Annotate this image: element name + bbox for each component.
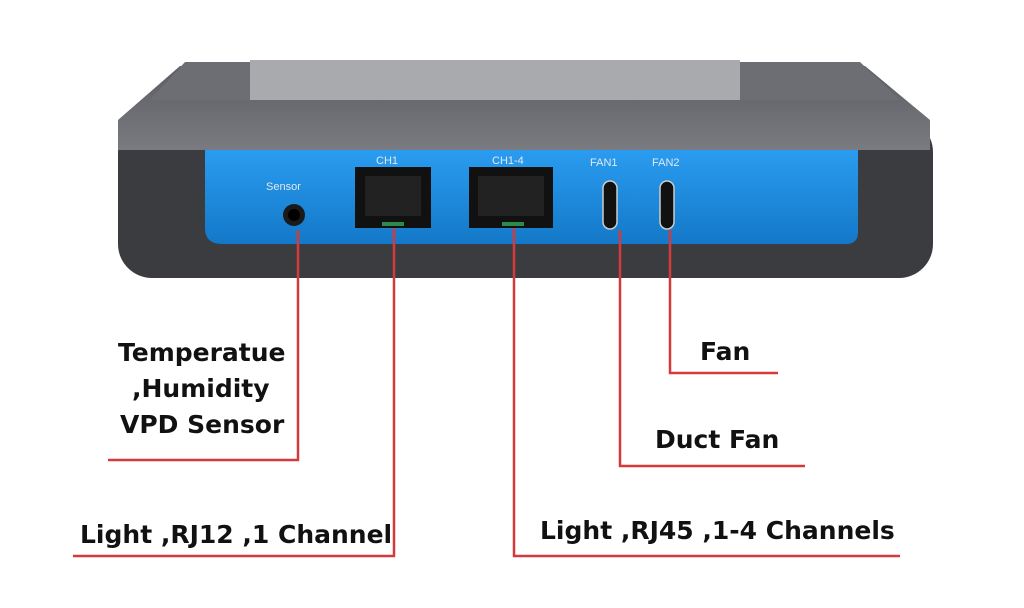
callout-sensor-line1: Temperatue: [118, 338, 286, 367]
port-label-sensor: Sensor: [266, 181, 301, 193]
port-label-ch14: CH1-4: [492, 155, 524, 167]
line-ch1: [73, 228, 396, 558]
line-sensor: [108, 230, 300, 462]
callout-ch14: Light ,RJ45 ,1-4 Channels: [540, 516, 895, 545]
line-ch14: [512, 228, 900, 558]
callout-lines: [73, 228, 900, 558]
port-label-fan1: FAN1: [590, 157, 618, 169]
callout-fan1: Duct Fan: [655, 425, 780, 454]
port-label-fan2: FAN2: [652, 157, 680, 169]
line-fan1: [618, 230, 805, 468]
callout-sensor-line3: VPD Sensor: [120, 410, 285, 439]
line-fan2: [668, 230, 778, 375]
port-label-ch1: CH1: [376, 155, 398, 167]
callout-sensor-line2: ,Humidity: [132, 374, 270, 403]
usbc-port-fan2: [659, 180, 675, 230]
callout-ch1: Light ,RJ12 ,1 Channel: [80, 520, 393, 549]
screen: [250, 60, 740, 100]
callout-fan2: Fan: [700, 337, 751, 366]
usbc-port-fan1: [602, 180, 618, 230]
